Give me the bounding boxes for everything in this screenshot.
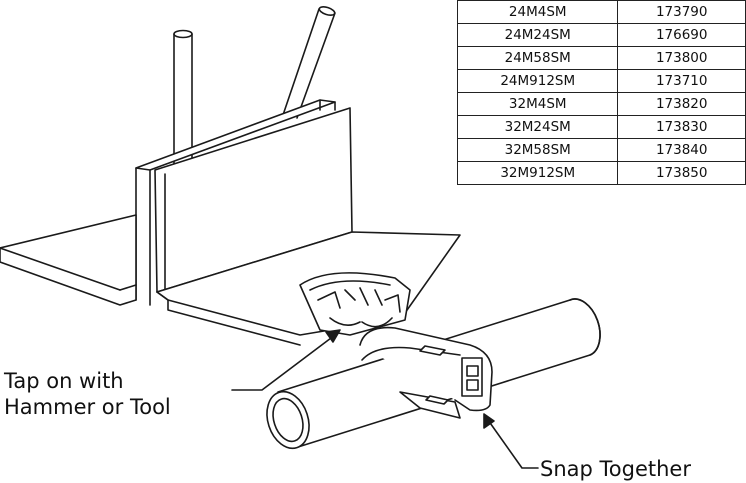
part-code-cell: 32M58SM bbox=[456, 138, 619, 162]
part-number-cell: 173830 bbox=[617, 115, 746, 139]
part-code-cell: 24M58SM bbox=[456, 46, 619, 70]
part-number-cell: 173820 bbox=[617, 92, 746, 116]
leader-snap bbox=[483, 413, 539, 469]
pipe-clamp bbox=[359, 326, 493, 419]
left-flange bbox=[0, 214, 137, 306]
part-code-cell: 24M4SM bbox=[456, 0, 619, 24]
part-number-cell: 173840 bbox=[617, 138, 746, 162]
callout-tap-on: Tap on with Hammer or Tool bbox=[4, 368, 171, 420]
part-number-cell: 173800 bbox=[617, 46, 746, 70]
vertical-rod bbox=[173, 29, 193, 166]
part-number-cell: 173790 bbox=[617, 0, 746, 24]
part-code-cell: 24M24SM bbox=[456, 23, 619, 47]
part-number-cell: 176690 bbox=[617, 23, 746, 47]
part-code-cell: 24M912SM bbox=[456, 69, 619, 93]
callout-snap-together: Snap Together bbox=[540, 457, 691, 481]
beam-clip bbox=[299, 272, 411, 336]
part-number-cell: 173710 bbox=[617, 69, 746, 93]
leader-tap bbox=[231, 329, 341, 391]
part-code-cell: 32M4SM bbox=[456, 92, 619, 116]
part-number-cell: 173850 bbox=[617, 161, 746, 185]
callout-tap-line2: Hammer or Tool bbox=[4, 395, 171, 419]
part-code-cell: 32M912SM bbox=[456, 161, 619, 185]
part-code-cell: 32M24SM bbox=[456, 115, 619, 139]
callout-tap-line1: Tap on with bbox=[4, 369, 124, 393]
angled-rod bbox=[282, 6, 336, 119]
